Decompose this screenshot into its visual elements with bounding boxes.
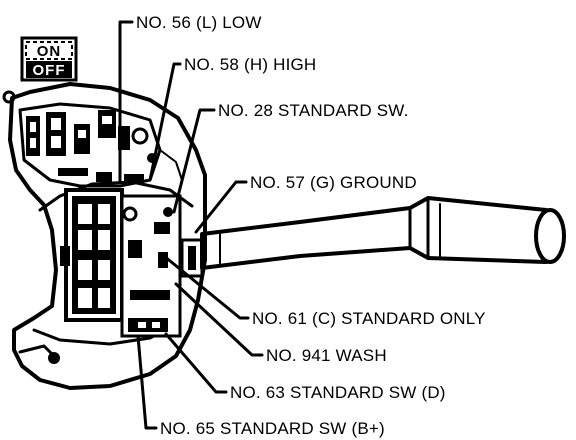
off-label: OFF	[33, 62, 66, 79]
connector-block	[60, 188, 204, 338]
label-no61-standard-only: NO. 61 (C) STANDARD ONLY	[252, 309, 486, 328]
label-no56-low: NO. 56 (L) LOW	[136, 13, 262, 32]
label-no63-standard-sw-d: NO. 63 STANDARD SW (D)	[230, 383, 446, 402]
callout-labels: NO. 56 (L) LOW NO. 58 (H) HIGH NO. 28 ST…	[136, 13, 486, 438]
label-no65-standard-sw-bplus: NO. 65 STANDARD SW (B+)	[160, 419, 385, 438]
wiper-lever	[200, 196, 566, 270]
label-no58-high: NO. 58 (H) HIGH	[184, 55, 316, 74]
on-label: ON	[37, 43, 62, 60]
on-off-badge: ON OFF	[20, 36, 78, 82]
label-no57-ground: NO. 57 (G) GROUND	[250, 173, 417, 192]
leader-lines	[118, 20, 264, 430]
label-no941-wash: NO. 941 WASH	[266, 346, 387, 365]
label-no28-standard-sw: NO. 28 STANDARD SW.	[218, 101, 409, 120]
